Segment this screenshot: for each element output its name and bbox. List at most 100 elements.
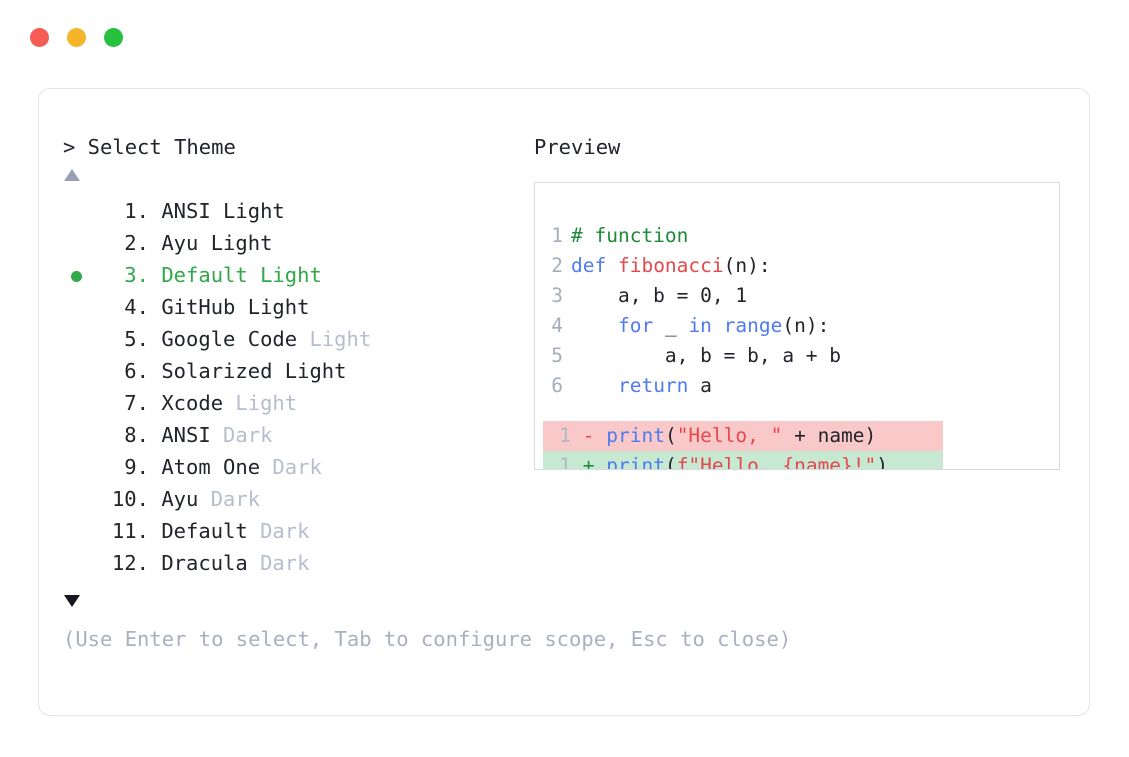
line-number: 3 (551, 284, 563, 307)
code-text: def fibonacci(n): (563, 254, 771, 277)
code-token: "Hello, " (676, 424, 783, 447)
theme-list-item[interactable]: 10. Ayu Dark (63, 483, 523, 515)
diff-marker: + (571, 454, 607, 470)
triangle-up-icon[interactable] (64, 169, 80, 181)
window-controls (30, 28, 123, 47)
theme-item-name: Atom One (149, 455, 261, 479)
code-text: for _ in range(n): (563, 314, 829, 337)
line-number: 1 (559, 454, 571, 470)
code-token: def (571, 254, 618, 277)
theme-item-name: ANSI Light (149, 199, 285, 223)
theme-item-number: 10. (111, 487, 149, 511)
theme-list-item[interactable]: 12. Dracula Dark (63, 547, 523, 579)
code-token: a (688, 374, 712, 397)
line-number: 2 (551, 254, 563, 277)
code-token: # function (571, 224, 689, 247)
theme-list-item[interactable]: 5. Google Code Light (63, 323, 523, 355)
theme-item-name: ANSI (149, 423, 211, 447)
theme-item-name: Dracula (149, 551, 248, 575)
diff-line-plus: 1 + print(f"Hello, {name}!") (543, 451, 943, 470)
code-token: a, b = 0, 1 (571, 284, 748, 307)
code-token: (n): (723, 254, 771, 277)
theme-item-number: 12. (111, 551, 149, 575)
theme-item-name: Xcode (149, 391, 224, 415)
triangle-down-icon[interactable] (64, 595, 80, 607)
selector-prompt: > Select Theme (63, 135, 236, 159)
theme-list-item[interactable]: 7. Xcode Light (63, 387, 523, 419)
theme-item-variant-tag: Dark (247, 519, 310, 543)
theme-item-number: 4. (111, 295, 149, 319)
code-token: in (688, 314, 712, 337)
minimize-button[interactable] (67, 28, 86, 47)
theme-selector-panel: > Select Theme 1. ANSI Light 2. Ayu Ligh… (63, 133, 523, 607)
code-token (571, 314, 618, 337)
code-token: ) (876, 454, 889, 470)
theme-item-name: Default (149, 519, 248, 543)
code-line: 1 # function (535, 221, 1059, 251)
theme-list[interactable]: 1. ANSI Light 2. Ayu Light 3. Default Li… (63, 195, 523, 579)
theme-item-variant-tag: Light (223, 391, 298, 415)
line-number: 1 (559, 424, 571, 447)
code-text: a, b = 0, 1 (563, 284, 747, 307)
theme-item-number: 1. (111, 199, 149, 223)
theme-list-item[interactable]: 2. Ayu Light (63, 227, 523, 259)
diff-marker: - (571, 424, 607, 447)
theme-item-number: 7. (111, 391, 149, 415)
theme-item-variant-tag: Dark (260, 455, 322, 479)
theme-item-variant-tag: Dark (247, 551, 310, 575)
theme-item-number: 3. (111, 263, 149, 287)
theme-item-name: GitHub Light (149, 295, 310, 319)
code-token: f"Hello, {name}!" (676, 454, 877, 470)
theme-list-item[interactable]: 6. Solarized Light (63, 355, 523, 387)
code-token: for (617, 314, 654, 337)
theme-item-variant-tag: Dark (210, 423, 273, 447)
code-token: fibonacci (617, 254, 724, 277)
code-token: print (606, 454, 665, 470)
theme-list-item[interactable]: 9. Atom One Dark (63, 451, 523, 483)
theme-item-number: 5. (111, 327, 149, 351)
code-line: 5 a, b = b, a + b (535, 341, 1059, 371)
maximize-button[interactable] (104, 28, 123, 47)
code-token: range (723, 314, 783, 337)
theme-item-variant-tag: Light (297, 327, 372, 351)
theme-item-name: Google Code (149, 327, 298, 351)
theme-list-item[interactable]: 3. Default Light (63, 259, 523, 291)
theme-item-variant-tag: Dark (198, 487, 261, 511)
line-number: 6 (551, 374, 563, 397)
code-line: 4 for _ in range(n): (535, 311, 1059, 341)
code-text: a, b = b, a + b (563, 344, 841, 367)
theme-item-number: 9. (111, 455, 149, 479)
theme-item-name: Ayu Light (149, 231, 273, 255)
code-token: return (617, 374, 689, 397)
code-token: ( (664, 424, 677, 447)
theme-item-number: 8. (111, 423, 149, 447)
line-number: 1 (551, 224, 563, 247)
line-number: 5 (551, 344, 563, 367)
theme-list-item[interactable]: 4. GitHub Light (63, 291, 523, 323)
code-token (712, 314, 724, 337)
theme-item-name: Solarized Light (149, 359, 347, 383)
line-number: 4 (551, 314, 563, 337)
keyboard-hint: (Use Enter to select, Tab to configure s… (63, 627, 792, 651)
code-token: print (606, 424, 665, 447)
theme-list-item[interactable]: 1. ANSI Light (63, 195, 523, 227)
theme-item-number: 11. (111, 519, 149, 543)
code-token: ( (664, 454, 677, 470)
close-button[interactable] (30, 28, 49, 47)
code-token (571, 374, 618, 397)
theme-list-item[interactable]: 11. Default Dark (63, 515, 523, 547)
code-token: _ (653, 314, 689, 337)
theme-list-item[interactable]: 8. ANSI Dark (63, 419, 523, 451)
code-line: 3 a, b = 0, 1 (535, 281, 1059, 311)
code-line: 6 return a (535, 371, 1059, 401)
code-text: # function (563, 224, 688, 247)
code-text: print(f"Hello, {name}!") (606, 454, 889, 470)
theme-item-number: 6. (111, 359, 149, 383)
code-text: return a (563, 374, 712, 397)
code-token: a, b = b, a + b (571, 344, 842, 367)
